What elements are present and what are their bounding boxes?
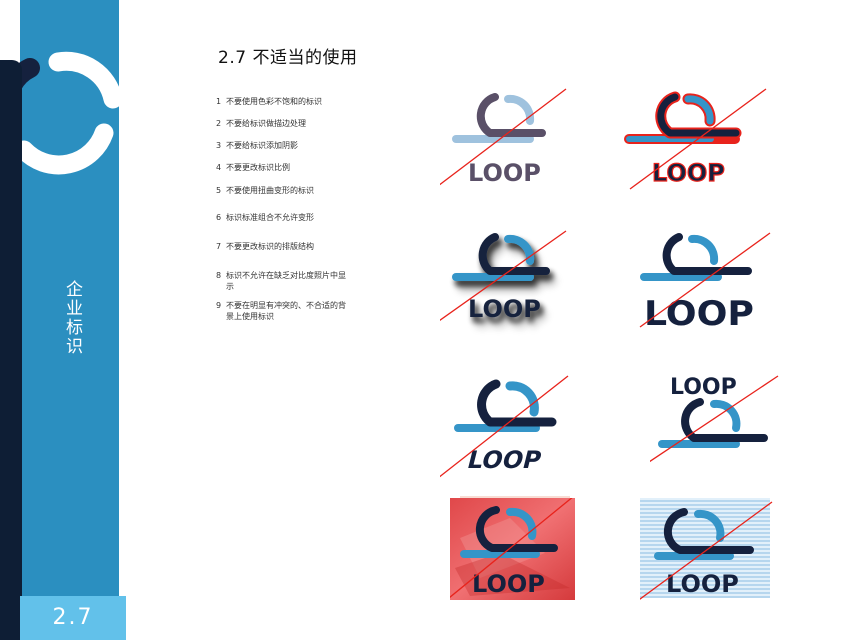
svg-text:LOOP: LOOP (644, 294, 754, 334)
rule-number: 1 (216, 97, 222, 106)
rule-text: 不要给标识做描边处理 (226, 119, 306, 128)
loop-logo-icon: LOOP (450, 498, 575, 600)
sidebar-band (20, 0, 119, 600)
rule-item: 8 标识不允许在缺乏对比度照片中显示 (216, 270, 351, 292)
logo-example-striped-background: LOOP (640, 498, 790, 618)
logo-example-shadowed: LOOP (440, 225, 590, 345)
rule-text: 标识标准组合不允许变形 (226, 213, 314, 222)
rule-number: 5 (216, 186, 222, 195)
rule-text: 不要使用色彩不饱和的标识 (226, 97, 322, 106)
rule-number: 4 (216, 163, 222, 172)
svg-text:LOOP: LOOP (468, 159, 541, 187)
logo-example-desaturated: LOOP (440, 85, 590, 205)
svg-text:LOOP: LOOP (468, 295, 541, 323)
rule-text: 不要给标识添加阴影 (226, 141, 298, 150)
rule-text: 不要更改标识比例 (226, 163, 290, 172)
sidebar-dark-stripe (0, 60, 22, 640)
page-title: 2.7 不适当的使用 (218, 48, 358, 68)
rule-text: 标识不允许在缺乏对比度照片中显示 (226, 271, 346, 291)
rule-number: 6 (216, 213, 222, 222)
rule-item: 5 不要使用扭曲变形的标识 (216, 185, 376, 196)
rule-number: 2 (216, 119, 222, 128)
loop-logo-icon: LOOP (640, 233, 754, 334)
rule-number: 3 (216, 141, 222, 150)
svg-text:LOOP: LOOP (652, 159, 725, 187)
logo-example-rescaled: LOOP (630, 225, 780, 345)
svg-text:LOOP: LOOP (666, 570, 739, 598)
loop-logo-icon: LOOP (624, 91, 742, 188)
page-number-badge: 2.7 (20, 596, 126, 640)
svg-text:LOOP: LOOP (472, 570, 545, 598)
rule-item: 3 不要给标识添加阴影 (216, 140, 376, 151)
rule-item: 9 不要在明显有冲突的、不合适的背景上使用标识 (216, 300, 351, 322)
loop-logo-icon: LOOP (454, 379, 570, 498)
svg-text:LOOP: LOOP (670, 375, 737, 400)
loop-logo-icon: LOOP (452, 233, 550, 323)
rule-number: 7 (216, 242, 222, 251)
rule-text: 不要在明显有冲突的、不合适的背景上使用标识 (226, 301, 346, 321)
logo-example-photo-background: LOOP (450, 498, 600, 618)
rule-item: 6 标识标准组合不允许变形 (216, 212, 376, 223)
logo-example-rearranged: LOOP (650, 372, 800, 492)
rule-text: 不要更改标识的排版结构 (226, 242, 314, 251)
rule-item: 7 不要更改标识的排版结构 (216, 241, 376, 252)
logo-example-distorted: LOOP (440, 372, 590, 498)
rule-number: 9 (216, 301, 222, 310)
loop-logo-icon: LOOP (452, 93, 546, 187)
loop-logo-icon: LOOP (640, 498, 770, 598)
loop-logo-icon: LOOP (658, 375, 768, 448)
rule-item: 1 不要使用色彩不饱和的标识 (216, 96, 376, 107)
rule-number: 8 (216, 271, 222, 280)
logo-example-outlined: LOOP (620, 85, 770, 205)
rule-item: 4 不要更改标识比例 (216, 162, 376, 173)
svg-text:LOOP: LOOP (465, 445, 545, 474)
sidebar-section-title: 企业标识 (62, 280, 82, 356)
rule-text: 不要使用扭曲变形的标识 (226, 186, 314, 195)
rule-item: 2 不要给标识做描边处理 (216, 118, 376, 129)
